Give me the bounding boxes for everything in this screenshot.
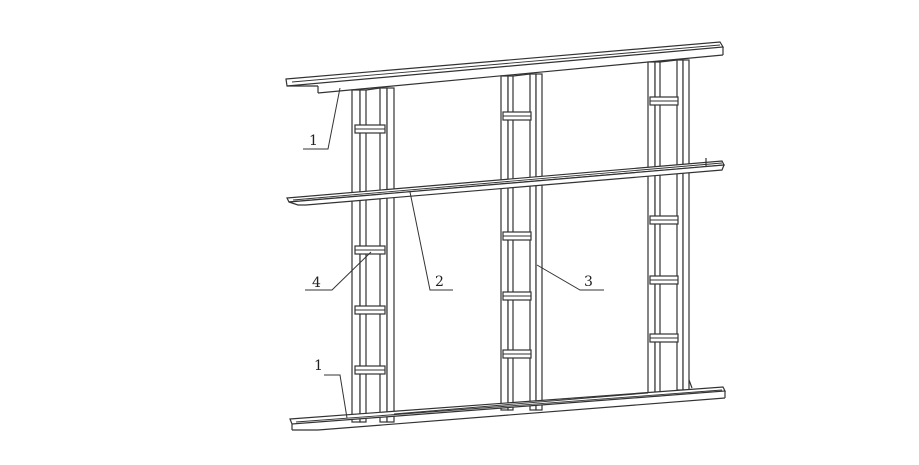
stud-clip [502, 231, 532, 241]
stud-clip [354, 124, 386, 134]
stud-clip [354, 365, 386, 375]
leader-lines [303, 87, 604, 419]
stud-clips-right [649, 96, 679, 343]
stud-middle [500, 73, 543, 411]
stud-clips-left [354, 124, 386, 375]
stud-clip [649, 275, 679, 285]
stud-clip [354, 305, 386, 315]
stud-clip [502, 111, 532, 121]
stud-clip [649, 96, 679, 106]
label-top-track: 1 [309, 133, 318, 149]
bottom-track [289, 386, 726, 431]
stud-clip [354, 245, 386, 255]
stud-clip [502, 349, 532, 359]
stud-clip [502, 291, 532, 301]
horizontal-brace [286, 158, 725, 206]
top-track [285, 41, 725, 94]
label-horizontal-brace: 2 [435, 274, 444, 290]
label-stud-clip: 4 [312, 275, 321, 291]
stud-right [647, 59, 693, 397]
stud-clips-middle [502, 111, 532, 359]
stud-clip [649, 333, 679, 343]
label-stud: 3 [584, 274, 593, 290]
label-bottom-track: 1 [314, 358, 323, 374]
stud-left [351, 87, 395, 423]
stud-clip [649, 215, 679, 225]
